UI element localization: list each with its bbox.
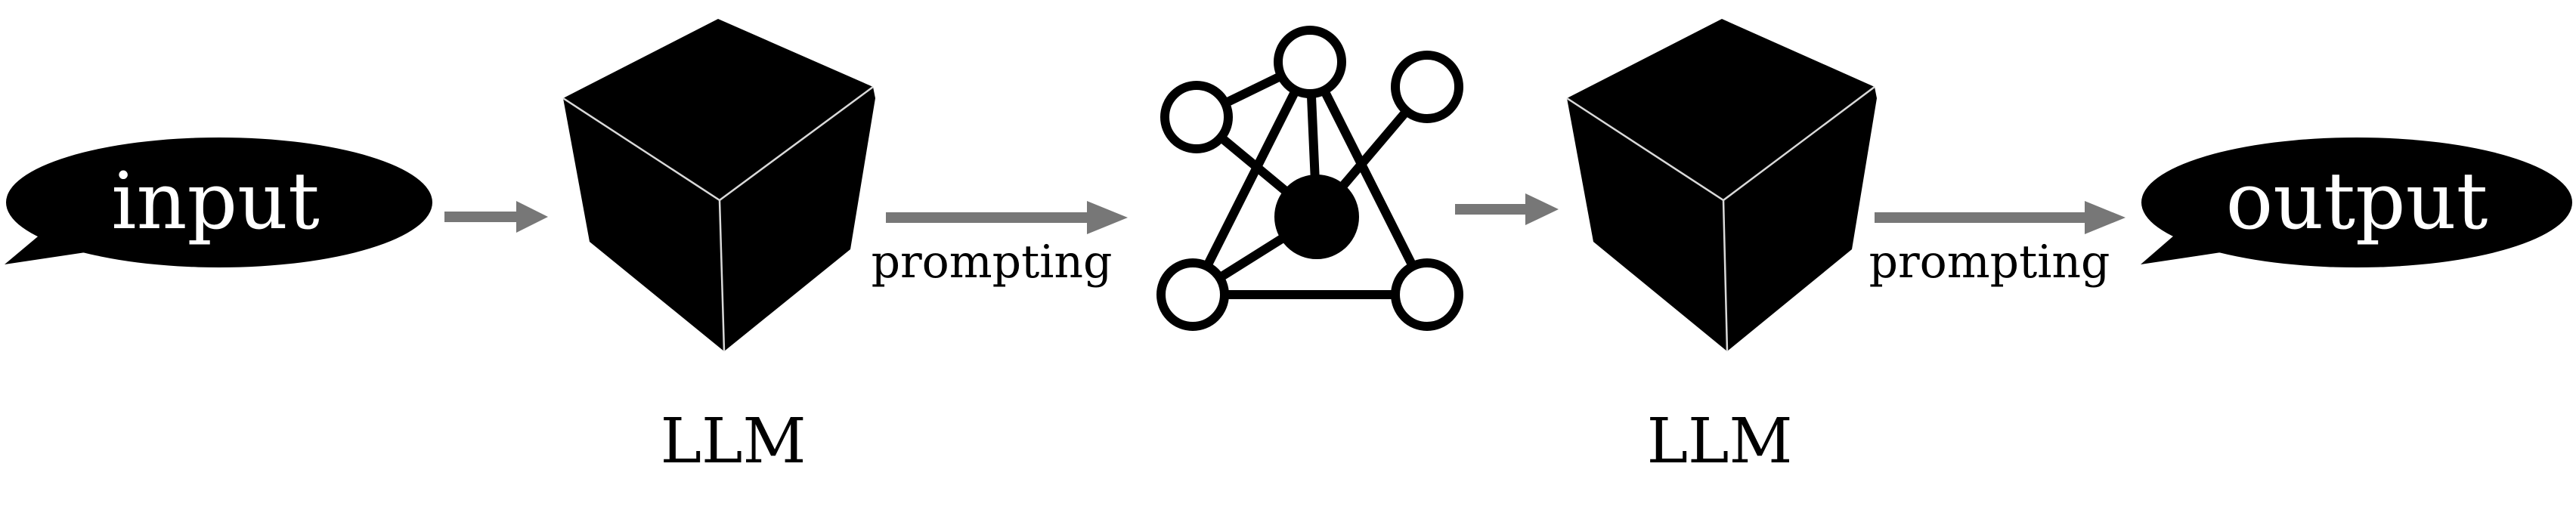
arrow-llm-to-output: prompting xyxy=(1869,201,2126,289)
output-bubble-text: output xyxy=(2226,155,2488,247)
input-bubble-body xyxy=(6,137,432,267)
knowledge-graph xyxy=(1156,26,1463,331)
llm-right-label: LLM xyxy=(1647,406,1793,477)
output-bubble-tail xyxy=(2141,225,2241,264)
llm-cube-right: LLM xyxy=(1566,19,1877,477)
llm-cube-right-body xyxy=(1567,19,1877,351)
output-speech-bubble: output xyxy=(2141,137,2572,267)
prompting-label-left: prompting xyxy=(872,236,1113,289)
arrow-input-to-llm xyxy=(444,201,548,233)
graph-node xyxy=(1274,26,1346,98)
llm-cube-left: LLM xyxy=(562,19,875,477)
graph-edge xyxy=(1188,57,1314,299)
graph-node xyxy=(1156,258,1229,331)
arrow-graph-to-llm xyxy=(1455,193,1559,225)
graph-node xyxy=(1160,81,1233,153)
output-bubble-body xyxy=(2141,137,2572,267)
graph-node xyxy=(1391,258,1463,331)
input-speech-bubble: input xyxy=(5,137,432,267)
graph-node xyxy=(1391,51,1463,123)
arrow-llm-to-graph: prompting xyxy=(872,201,1128,289)
llm-left-label: LLM xyxy=(661,406,807,477)
input-bubble-tail xyxy=(5,225,106,264)
input-bubble-text: input xyxy=(111,155,320,247)
graph-node-filled xyxy=(1274,175,1359,259)
prompting-label-right: prompting xyxy=(1869,236,2110,289)
llm-cube-left-body xyxy=(563,19,875,351)
graph-edge xyxy=(1305,57,1432,299)
